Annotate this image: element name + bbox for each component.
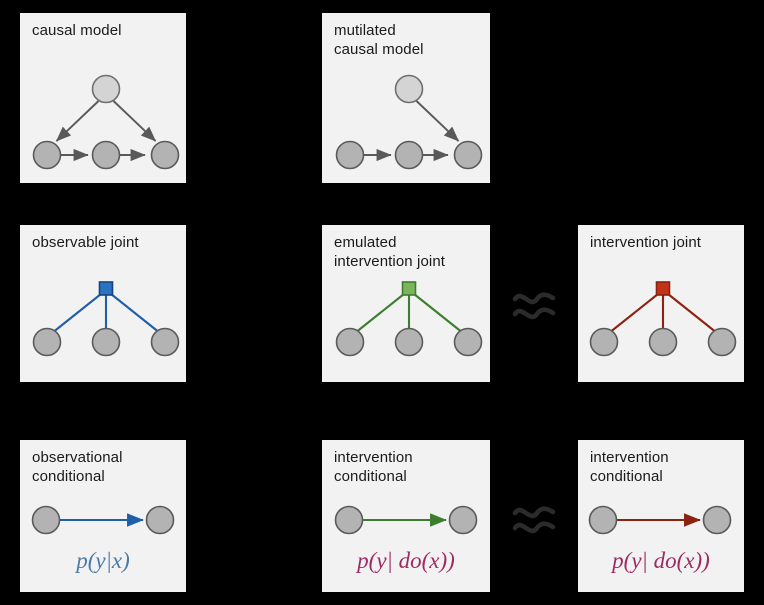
panel-label-intervention-joint: intervention joint bbox=[590, 234, 702, 251]
node-x bbox=[335, 327, 365, 357]
panel-label-intervention-conditional-mid: intervention conditional bbox=[334, 449, 413, 485]
factor-node-emulated bbox=[401, 281, 417, 296]
factor-node-observable bbox=[98, 281, 114, 296]
node-y bbox=[707, 327, 737, 357]
node-confounder bbox=[91, 74, 121, 104]
node-z bbox=[394, 327, 424, 357]
node-y bbox=[453, 327, 483, 357]
panel-intervention-conditional-right: intervention conditional p(y| do(x)) bbox=[578, 440, 744, 592]
node-y bbox=[150, 327, 180, 357]
panel-mutilated-causal-model: mutilated causal model bbox=[322, 13, 490, 183]
formula-intervention-text-mid: p(y| do(x)) bbox=[357, 548, 455, 573]
formula-observational-conditional: p(y|x) bbox=[20, 548, 186, 574]
formula-intervention-conditional-mid: p(y| do(x)) bbox=[322, 548, 490, 574]
graph-observational-conditional bbox=[31, 505, 175, 535]
panel-intervention-joint: intervention joint bbox=[578, 225, 744, 382]
panel-intervention-conditional-mid: intervention conditional p(y| do(x)) bbox=[322, 440, 490, 592]
node-confounder bbox=[394, 74, 424, 104]
panel-label-emulated-intervention-joint: emulated intervention joint bbox=[334, 234, 446, 270]
approx-symbol-row3 bbox=[510, 497, 560, 543]
node-x bbox=[32, 140, 62, 170]
panel-observational-conditional: observational conditional p(y|x) bbox=[20, 440, 186, 592]
panel-label-intervention-conditional-right: intervention conditional bbox=[590, 449, 669, 485]
factor-node-intervention bbox=[655, 281, 671, 296]
panel-label-observational-conditional: observational conditional bbox=[32, 449, 123, 485]
factor-graph-observable bbox=[32, 281, 180, 357]
node-z bbox=[91, 140, 121, 170]
node-y bbox=[448, 505, 478, 535]
node-y bbox=[702, 505, 732, 535]
node-x bbox=[334, 505, 364, 535]
graph-intervention-conditional-right bbox=[588, 505, 732, 535]
approx-glyph-row3 bbox=[512, 506, 556, 534]
formula-intervention-text-right: p(y| do(x)) bbox=[612, 548, 710, 573]
panel-observable-joint: observable joint bbox=[20, 225, 186, 382]
node-x bbox=[588, 505, 618, 535]
approx-glyph-row2 bbox=[512, 292, 556, 320]
panel-causal-model: causal model bbox=[20, 13, 186, 183]
node-y bbox=[453, 140, 483, 170]
panel-label-causal-model: causal model bbox=[32, 22, 122, 39]
causal-model-edges bbox=[55, 100, 157, 162]
graph-mutilated-causal-model bbox=[335, 74, 483, 170]
graph-causal-model bbox=[32, 74, 180, 170]
panel-label-observable-joint: observable joint bbox=[32, 234, 139, 251]
factor-graph-intervention bbox=[589, 281, 737, 357]
node-z bbox=[91, 327, 121, 357]
node-z bbox=[394, 140, 424, 170]
approx-symbol-row2 bbox=[510, 283, 560, 329]
graph-intervention-conditional-mid bbox=[334, 505, 478, 535]
node-x bbox=[335, 140, 365, 170]
panel-label-mutilated-causal-model: mutilated causal model bbox=[334, 22, 424, 58]
node-z bbox=[648, 327, 678, 357]
factor-graph-emulated bbox=[335, 281, 483, 357]
panel-emulated-intervention-joint: emulated intervention joint bbox=[322, 225, 490, 382]
node-x bbox=[31, 505, 61, 535]
formula-intervention-conditional-right: p(y| do(x)) bbox=[578, 548, 744, 574]
formula-observational-text: p(y|x) bbox=[76, 548, 130, 573]
node-x bbox=[32, 327, 62, 357]
node-y bbox=[150, 140, 180, 170]
node-x bbox=[589, 327, 619, 357]
mutilated-model-edges bbox=[363, 100, 460, 162]
node-y bbox=[145, 505, 175, 535]
